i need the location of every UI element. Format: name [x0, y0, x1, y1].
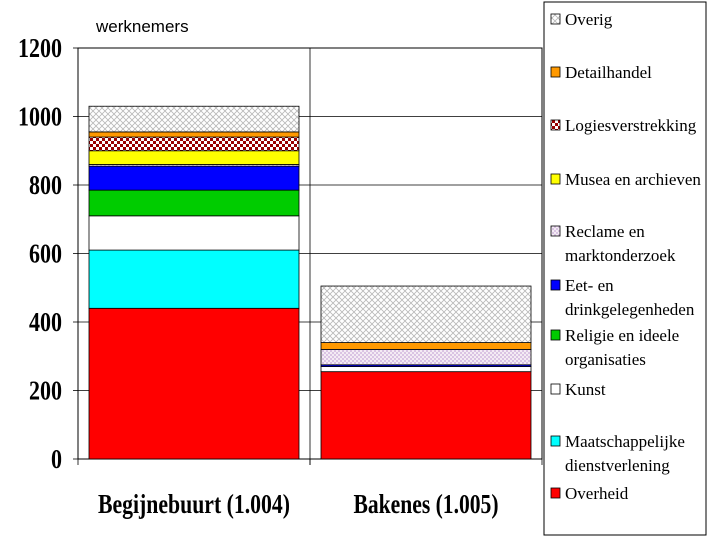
- legend-swatch: [550, 279, 561, 291]
- bar-segment: [320, 348, 532, 366]
- bar-segment: [88, 165, 300, 191]
- legend-label: drinkgelegenheden: [565, 300, 695, 319]
- legend-swatch: [550, 225, 561, 237]
- legend-label: marktonderzoek: [565, 246, 676, 265]
- y-tick-label: 600: [29, 239, 62, 269]
- legend-label: Religie en ideele: [565, 326, 679, 345]
- legend-swatch: [550, 119, 561, 131]
- legend-label: Maatschappelijke: [565, 432, 685, 451]
- bars-layer: [88, 105, 532, 460]
- legend-label: Musea en archieven: [565, 170, 701, 189]
- legend-label: Overig: [565, 10, 613, 29]
- bar-segment: [88, 150, 300, 165]
- legend-label: organisaties: [565, 350, 646, 369]
- legend-swatch: [550, 13, 561, 25]
- y-tick-label: 0: [51, 444, 62, 474]
- bar-segment: [88, 105, 300, 133]
- y-tick-label: 1000: [18, 102, 62, 132]
- legend-label: Detailhandel: [565, 63, 652, 82]
- bar-segment: [88, 131, 300, 138]
- y-tick-label: 200: [29, 376, 62, 406]
- legend-swatch: [550, 173, 561, 185]
- bar-segment: [88, 307, 300, 460]
- legend-label: dienstverlening: [565, 456, 670, 475]
- y-tick-label: 400: [29, 307, 62, 337]
- legend-label: Reclame en: [565, 222, 645, 241]
- legend-label: Eet- en: [565, 276, 614, 295]
- legend: OverigDetailhandelLogiesverstrekkingMuse…: [543, 1, 707, 536]
- legend-swatch: [550, 435, 561, 447]
- bar-segment: [320, 285, 532, 343]
- legend-swatch: [550, 329, 561, 341]
- y-tick-label: 800: [29, 170, 62, 200]
- bar-segment: [88, 249, 300, 309]
- legend-swatch: [550, 487, 561, 499]
- x-axis: Begijnebuurt (1.004) Bakenes (1.005): [77, 459, 543, 519]
- x-tick-label: Bakenes (1.005): [354, 489, 499, 519]
- bar-segment: [320, 342, 532, 350]
- x-tick-label: Begijnebuurt (1.004): [98, 489, 290, 519]
- legend-label: Kunst: [565, 380, 606, 399]
- legend-label: Overheid: [565, 484, 629, 503]
- bar-segment: [320, 366, 532, 373]
- legend-label: Logiesverstrekking: [565, 116, 697, 135]
- legend-swatch: [550, 383, 561, 395]
- legend-swatch: [550, 66, 561, 78]
- legend-box: [543, 1, 707, 536]
- bar-segment: [88, 215, 300, 251]
- y-axis: 0 200 400 600 800 1000 1200: [18, 33, 78, 474]
- bar-segment: [88, 136, 300, 152]
- bar-segment: [88, 189, 300, 217]
- y-axis-label: werknemers: [95, 17, 189, 36]
- bar-segment: [320, 371, 532, 460]
- y-tick-label: 1200: [18, 33, 62, 63]
